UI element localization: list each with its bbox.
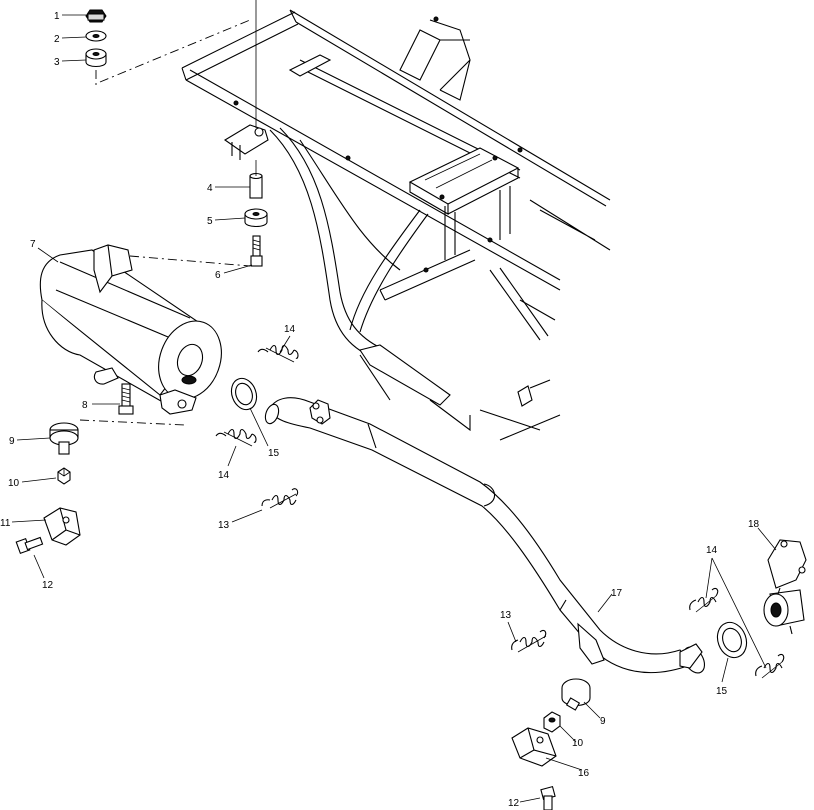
callout-8: 8 — [82, 400, 88, 411]
spring-part-14-right-upper — [689, 587, 719, 613]
callout-15-right: 15 — [716, 686, 728, 697]
callout-13-left: 13 — [218, 520, 230, 531]
bolt-part-12-right — [540, 785, 556, 810]
muffler-bottom-line — [79, 419, 186, 426]
spring-part-13-left — [261, 488, 299, 509]
muffler-part-7 — [39, 244, 222, 415]
grommet-part-5 — [244, 208, 268, 228]
spring-part-14-upper — [257, 344, 299, 363]
callout-4: 4 — [207, 183, 213, 194]
exhaust-pipe-part-17 — [264, 397, 706, 674]
callout-15-left: 15 — [268, 448, 280, 459]
spring-part-14-lower — [215, 428, 257, 447]
callout-3: 3 — [54, 57, 60, 68]
callout-16: 16 — [578, 768, 590, 779]
callout-2: 2 — [54, 34, 60, 45]
callout-7: 7 — [30, 239, 36, 250]
washer-part-2 — [85, 30, 107, 42]
callout-12-left: 12 — [42, 580, 54, 591]
bolt-part-6 — [250, 235, 263, 267]
vehicle-frame — [181, 9, 611, 441]
callout-12-right: 12 — [508, 798, 520, 809]
callout-1: 1 — [54, 11, 60, 22]
callout-17: 17 — [611, 588, 623, 599]
callout-6: 6 — [215, 270, 221, 281]
callout-5: 5 — [207, 216, 213, 227]
bracket-part-11 — [43, 507, 81, 546]
callout-11: 11 — [0, 518, 11, 529]
callout-labels: 1 2 3 4 5 6 7 8 9 10 11 12 13 14 14 15 1… — [0, 11, 760, 809]
grommet-part-3 — [85, 48, 107, 68]
spacer-part-4 — [249, 172, 263, 199]
callout-18: 18 — [748, 519, 760, 530]
nut-part-10-right — [543, 711, 561, 733]
bolt-part-8 — [118, 383, 134, 415]
callout-9-left: 9 — [9, 436, 15, 447]
spring-part-13-right — [511, 629, 547, 653]
callout-9-right: 9 — [600, 716, 606, 727]
callout-14-upper: 14 — [284, 324, 296, 335]
callout-10-right: 10 — [572, 738, 584, 749]
muffler-mount-line — [129, 255, 251, 267]
nut-part-10 — [57, 467, 71, 485]
callout-14-right: 14 — [706, 545, 718, 556]
bolt-part-12-left — [15, 536, 44, 555]
callout-14-lower: 14 — [218, 470, 230, 481]
assembly-line-top — [95, 19, 251, 88]
gasket-part-15-right — [716, 621, 748, 659]
bracket-part-16 — [511, 727, 557, 767]
gasket-part-15-left — [230, 377, 258, 411]
callout-13-right: 13 — [500, 610, 512, 621]
isolator-part-9-right — [561, 678, 591, 711]
isolator-part-9 — [49, 422, 79, 455]
nut-part-1 — [85, 9, 107, 23]
spring-part-14-right-lower — [755, 653, 785, 679]
leader-lines — [11, 14, 777, 803]
spark-arrestor-part-18 — [763, 539, 807, 635]
callout-10-left: 10 — [8, 478, 20, 489]
